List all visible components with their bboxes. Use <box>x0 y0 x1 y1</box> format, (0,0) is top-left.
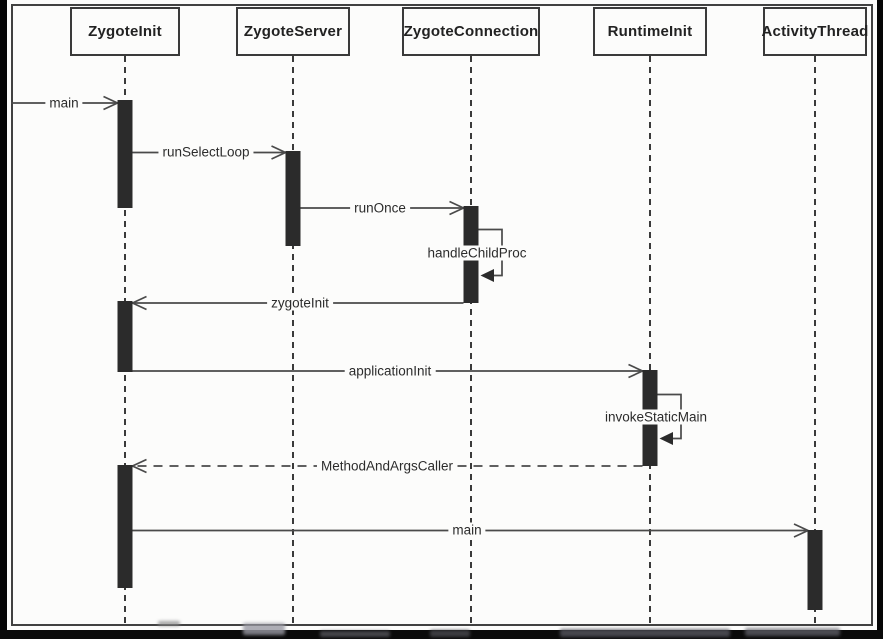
message-label-zygoteinit: zygoteInit <box>267 295 333 311</box>
lifeline-header-zygoteserver: ZygoteServer <box>236 7 350 56</box>
activation-bar-zygoteinit-2 <box>117 301 133 372</box>
message-label-methodandargscaller: MethodAndArgsCaller <box>316 458 458 474</box>
caption-smudge <box>158 621 180 626</box>
caption-smudge <box>243 623 285 635</box>
message-label-invokestaticmain: invokeStaticMain <box>600 409 712 425</box>
lifeline-label: ZygoteConnection <box>403 23 539 40</box>
lifeline-label: ZygoteServer <box>243 23 343 40</box>
caption-smudge <box>430 630 470 637</box>
message-label-applicationinit: applicationInit <box>344 363 436 379</box>
lifeline-header-activitythread: ActivityThread <box>761 7 869 56</box>
activation-bar-activitythread <box>807 530 823 610</box>
caption-smudge <box>560 629 730 637</box>
lifeline-header-zygoteconnection: ZygoteConnection <box>402 7 540 56</box>
message-label-runonce: runOnce <box>350 200 410 216</box>
filled-arrowhead-icon <box>480 269 494 282</box>
message-label-main-2: main <box>448 522 486 538</box>
activation-bar-zygoteserver <box>285 151 301 246</box>
lifeline-label: RuntimeInit <box>607 23 693 40</box>
lifeline-header-zygoteinit: ZygoteInit <box>70 7 180 56</box>
caption-smudge <box>745 628 840 636</box>
lifeline-label: ZygoteInit <box>88 23 162 40</box>
activation-bar-zygoteinit-3 <box>117 465 133 588</box>
caption-smudge <box>320 631 390 637</box>
lifeline-label: ActivityThread <box>761 23 869 40</box>
activation-bar-zygoteinit-1 <box>117 100 133 208</box>
lifeline-header-runtimeinit: RuntimeInit <box>593 7 707 56</box>
diagram-frame-border <box>11 4 873 626</box>
message-label-main: main <box>45 95 83 111</box>
filled-arrowhead-icon <box>659 432 673 445</box>
message-label-runselectloop: runSelectLoop <box>158 144 254 160</box>
diagram-paper <box>7 0 877 630</box>
message-label-handlechildproc: handleChildProc <box>423 245 531 261</box>
